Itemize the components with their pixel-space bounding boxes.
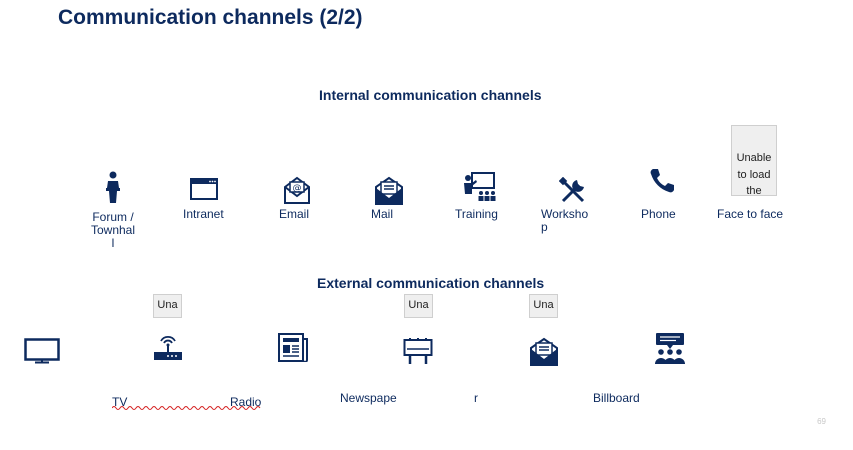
external-heading: External communication channels	[317, 275, 545, 291]
label-training: Training	[455, 207, 498, 221]
label-radio: Radio	[230, 395, 262, 409]
label-forum: Forum / Townhal l	[90, 210, 136, 250]
label-mail: Mail	[371, 207, 394, 221]
tv-icon	[24, 338, 60, 364]
phone-icon	[649, 167, 676, 194]
tools-icon	[559, 177, 587, 205]
page-number: 69	[817, 417, 826, 426]
label-phone: Phone	[641, 207, 676, 221]
billboard-icon	[403, 337, 433, 365]
radio-router-icon	[153, 333, 183, 363]
billboard-image-placeholder: Una	[404, 294, 433, 318]
speaker-audience-icon	[654, 333, 686, 365]
svg-text:@: @	[293, 184, 302, 194]
face-to-face-image-placeholder: Unable to load the	[731, 125, 777, 196]
training-presenter-icon	[463, 172, 497, 202]
slide-title: Communication channels (2/2)	[58, 6, 363, 29]
label-workshop: Worksho p	[541, 207, 589, 234]
newspaper-icon	[278, 333, 308, 362]
spellcheck-underline	[112, 406, 261, 410]
label-billboard: Billboard	[593, 391, 640, 405]
email-envelope-icon: @	[283, 176, 311, 204]
label-email: Email	[279, 207, 310, 221]
label-newspaper: Newspape	[340, 391, 397, 405]
mail-letter-icon	[529, 337, 559, 366]
radio-image-placeholder: Una	[153, 294, 182, 318]
mail-letter-icon	[374, 176, 404, 205]
internal-heading: Internal communication channels	[319, 87, 542, 103]
label-intranet: Intranet	[183, 207, 224, 221]
speaker-podium-icon	[101, 171, 125, 205]
label-newspaper-wrap: r	[474, 391, 478, 405]
browser-window-icon	[190, 178, 218, 200]
label-face-to-face: Face to face	[717, 207, 784, 221]
label-tv: TV	[112, 395, 128, 409]
mail-image-placeholder: Una	[529, 294, 558, 318]
